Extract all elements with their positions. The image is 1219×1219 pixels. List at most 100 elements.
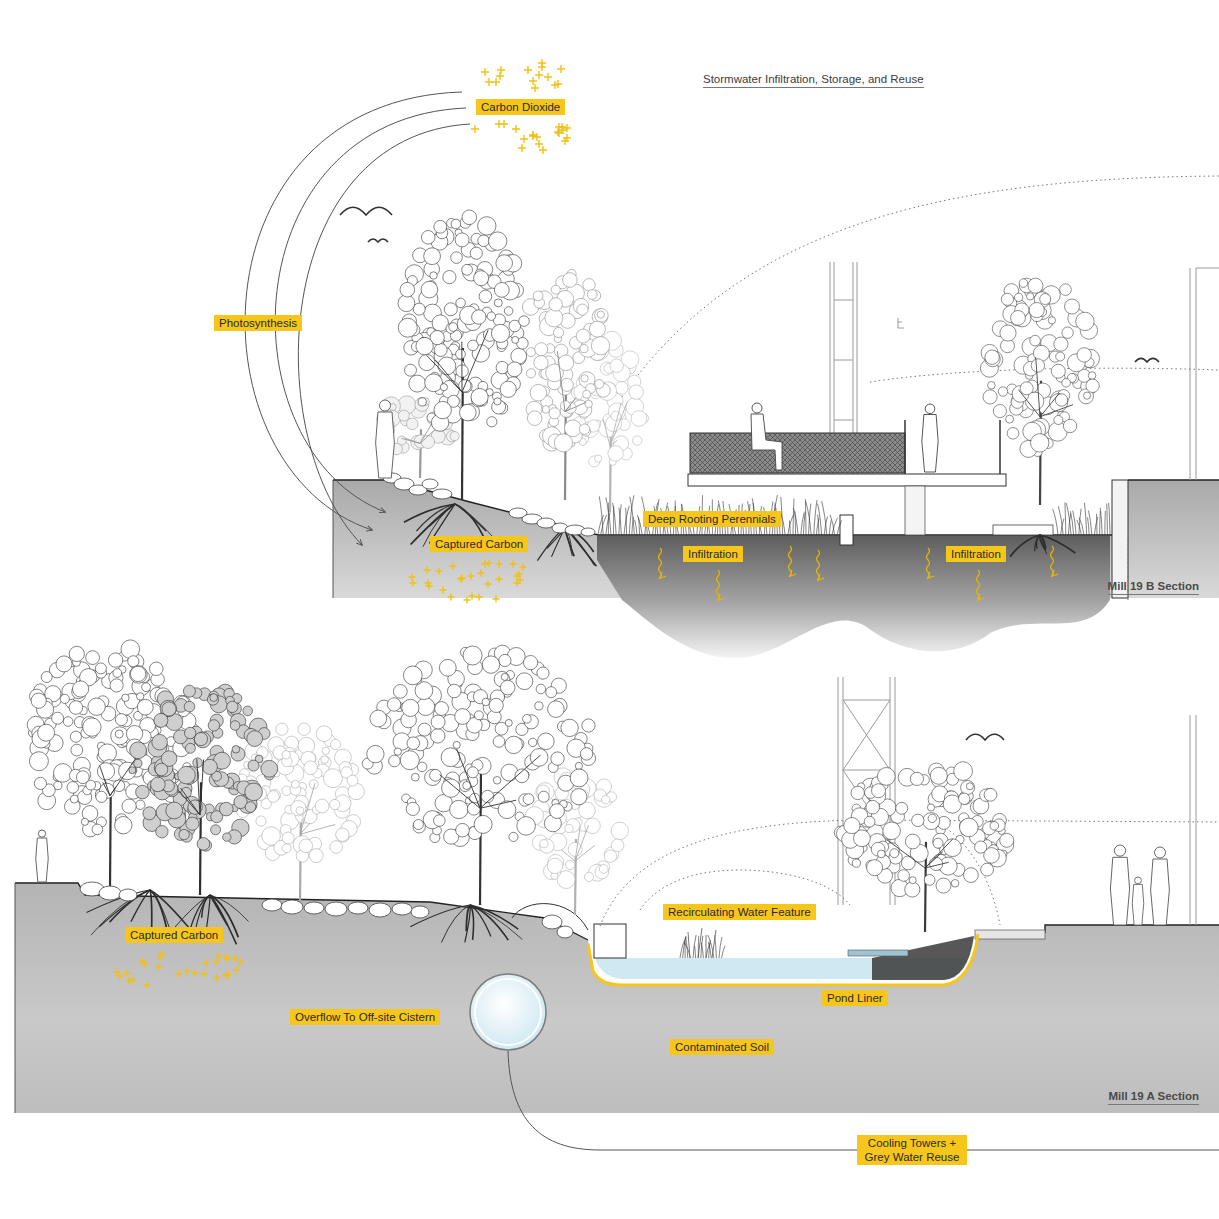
- foliage: [583, 390, 591, 398]
- person-head: [1114, 845, 1125, 856]
- foliage: [905, 834, 920, 849]
- carbon-plus: [203, 960, 210, 967]
- tree: [129, 684, 278, 895]
- foliage: [367, 745, 384, 762]
- foliage: [136, 785, 150, 799]
- foliage: [1000, 325, 1016, 341]
- foliage: [185, 743, 195, 753]
- grass: [837, 520, 842, 535]
- branch: [436, 360, 462, 392]
- foliage: [554, 327, 564, 337]
- foliage: [571, 789, 587, 805]
- foliage: [430, 769, 442, 781]
- carbon-plus: [520, 135, 528, 143]
- carbon-plus: [529, 77, 537, 85]
- branch: [457, 749, 480, 808]
- foliage: [901, 856, 915, 870]
- carbon-plus: [424, 567, 431, 574]
- foliage: [208, 720, 219, 731]
- foliage: [223, 833, 231, 841]
- foliage: [142, 683, 151, 692]
- grass: [606, 497, 611, 535]
- carbon-plus: [482, 561, 489, 568]
- rock: [99, 886, 121, 900]
- foliage: [143, 807, 156, 820]
- bird: [368, 239, 388, 242]
- foliage: [591, 337, 609, 355]
- foliage: [92, 824, 103, 835]
- callout-tag: Captured Carbon: [430, 536, 528, 552]
- infiltration-arrow: [717, 570, 720, 600]
- foliage: [54, 764, 73, 783]
- foliage: [211, 825, 221, 835]
- grass: [599, 496, 603, 535]
- grass: [693, 935, 696, 958]
- foliage: [951, 880, 959, 888]
- carbon-plus: [458, 576, 465, 583]
- section-edge: [15, 883, 16, 1113]
- foliage: [185, 727, 196, 738]
- carbon-plus: [485, 78, 493, 86]
- foliage: [1054, 416, 1063, 425]
- person: [36, 830, 48, 882]
- foliage: [471, 388, 488, 405]
- foliage: [166, 802, 183, 819]
- foliage: [439, 659, 456, 676]
- foliage: [985, 350, 999, 364]
- foliage: [415, 397, 429, 411]
- foliage: [993, 405, 1006, 418]
- grass: [1084, 503, 1086, 535]
- foliage: [494, 283, 509, 298]
- foliage: [52, 712, 64, 724]
- foliage: [890, 849, 899, 858]
- grass: [832, 518, 838, 535]
- foliage: [604, 850, 616, 862]
- foliage: [1065, 299, 1080, 314]
- carbon-plus: [476, 594, 483, 601]
- carbon-plus: [471, 125, 479, 133]
- foliage: [309, 849, 323, 863]
- foliage: [321, 756, 329, 764]
- rock: [392, 903, 412, 915]
- branch: [887, 840, 925, 868]
- foliage: [509, 832, 518, 841]
- carbon-plus: [496, 72, 504, 80]
- foliage: [455, 233, 469, 247]
- foliage: [299, 839, 313, 853]
- foliage: [1062, 379, 1071, 388]
- carbon-plus: [563, 124, 571, 132]
- foliage: [450, 432, 459, 441]
- foliage: [549, 408, 560, 419]
- foliage: [431, 715, 445, 729]
- foliage: [245, 783, 263, 801]
- branch: [557, 351, 565, 411]
- foliage: [186, 817, 199, 830]
- carbon-plus: [409, 574, 416, 581]
- foliage: [988, 382, 996, 390]
- carbon-plus: [142, 961, 149, 968]
- foliage: [927, 804, 934, 811]
- person-head: [752, 403, 762, 413]
- root: [455, 504, 484, 538]
- foliage: [69, 646, 84, 661]
- foliage: [527, 411, 542, 426]
- foliage: [411, 773, 419, 781]
- deck-column: [905, 486, 925, 535]
- grass: [1106, 504, 1108, 535]
- foliage: [959, 793, 970, 804]
- carbon-plus: [510, 561, 517, 568]
- foliage: [424, 248, 441, 265]
- foliage: [493, 736, 505, 748]
- grass: [1104, 511, 1106, 535]
- foliage: [434, 220, 447, 233]
- foliage: [296, 807, 304, 815]
- person: [376, 400, 395, 478]
- grass: [630, 497, 635, 535]
- grass: [1101, 511, 1103, 535]
- foliage: [1054, 337, 1068, 351]
- foliage: [456, 349, 466, 359]
- foliage: [38, 724, 55, 741]
- carbon-plus: [126, 978, 133, 985]
- foliage: [633, 436, 642, 445]
- foliage: [425, 769, 441, 785]
